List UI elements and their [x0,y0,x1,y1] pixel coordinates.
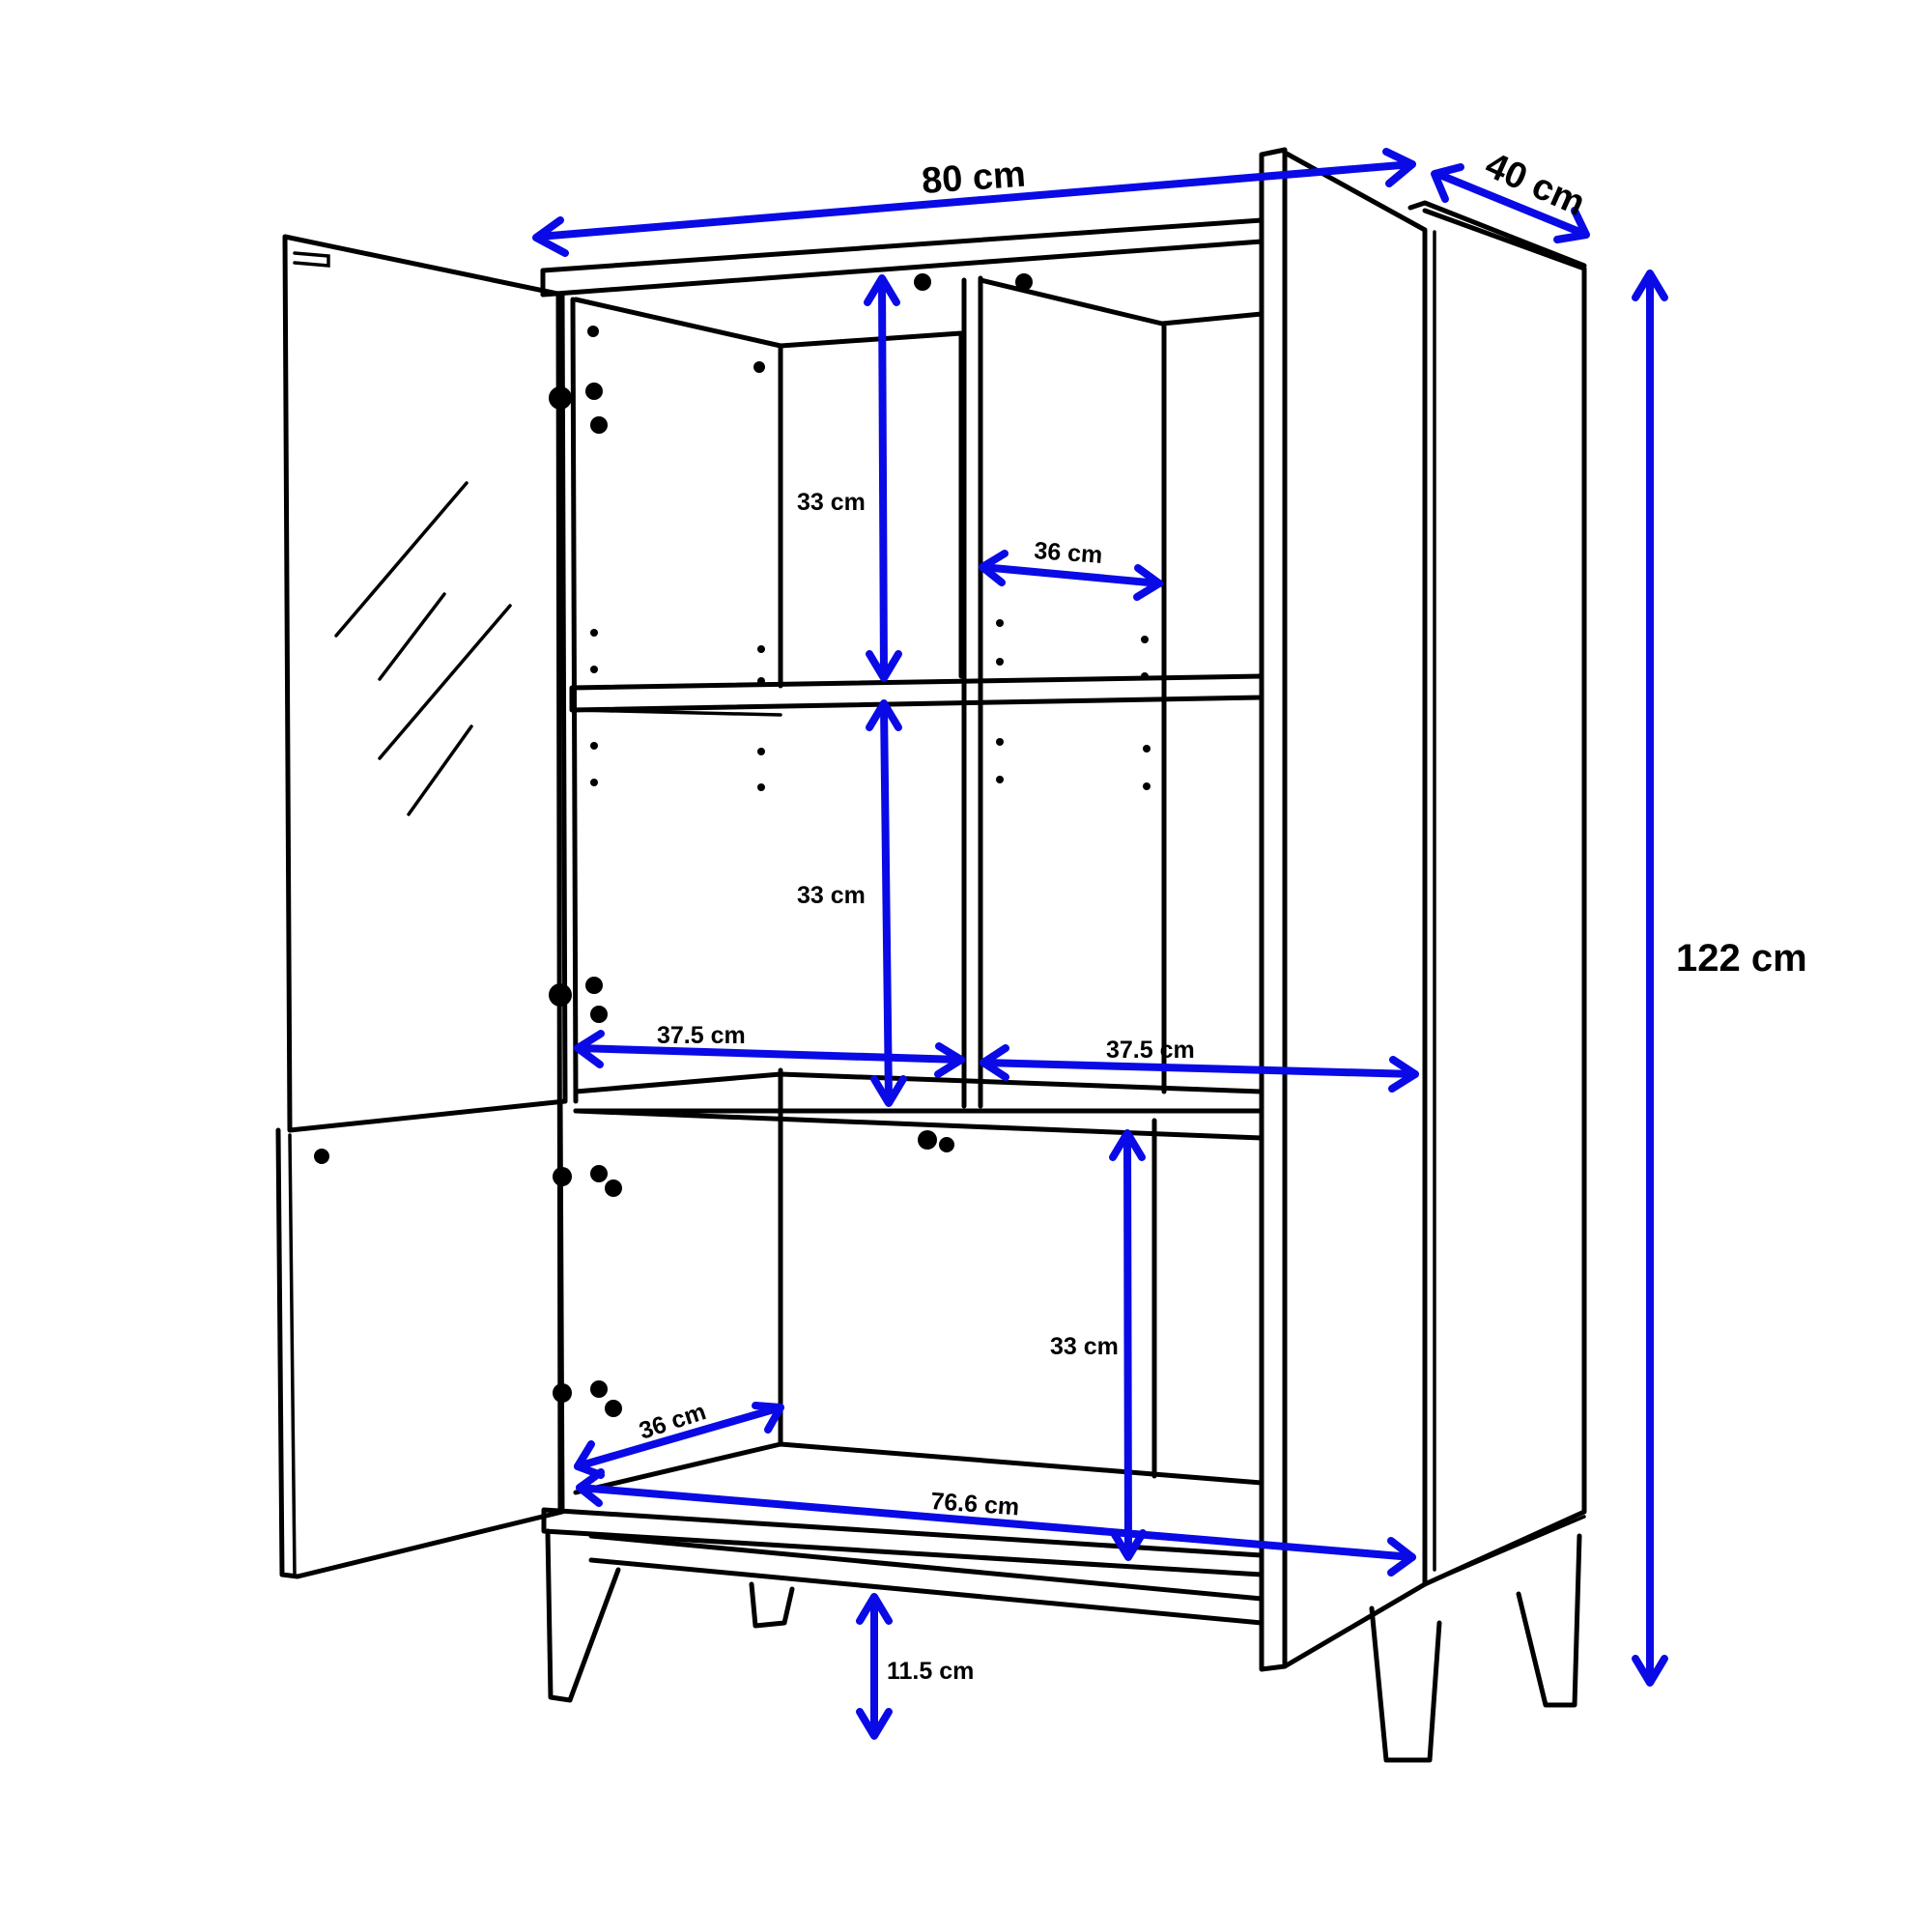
leg-front-right [1369,1605,1442,1763]
right-side-panel [1422,208,1587,1587]
label-inner-bottom-width: 76.6 cm [930,1488,1020,1520]
shelf-pin-holes [587,326,1151,791]
width-arrow [535,160,1416,241]
label-overall-width: 80 cm [921,155,1027,202]
leg-front-left [545,1528,621,1703]
leg-back-left [749,1581,795,1629]
depth-arrow [1434,170,1588,238]
label-left-compartment-width: 37.5 cm [657,1022,746,1049]
hinge-icon [549,273,1033,1417]
cabinet-outline [275,147,1587,1763]
label-middle-shelf-height: 33 cm [797,882,866,909]
right-side-front [1259,147,1288,1672]
top-panel [540,217,1264,298]
label-lower-compartment-height: 33 cm [1050,1333,1119,1360]
label-inner-depth-upper: 36 cm [1034,537,1104,569]
middle-shelf [573,1071,1264,1114]
label-right-compartment-width: 37.5 cm [1106,1037,1195,1064]
leg-back-right [1516,1533,1582,1708]
upper-door-glass [282,234,568,1133]
dimension-labels: 80 cm 40 cm 122 cm 33 cm 33 cm 33 cm 36 … [636,145,1806,1685]
plinth [541,1507,1264,1577]
glass-reflection [334,481,469,638]
label-overall-height: 122 cm [1676,937,1807,980]
bottom-shelf [573,1441,1264,1495]
dimension-lines [532,148,1668,1740]
label-upper-shelf-height: 33 cm [797,489,866,516]
lower-door [275,1098,565,1579]
upper-shelf [569,673,1264,713]
label-leg-height: 11.5 cm [887,1658,974,1685]
